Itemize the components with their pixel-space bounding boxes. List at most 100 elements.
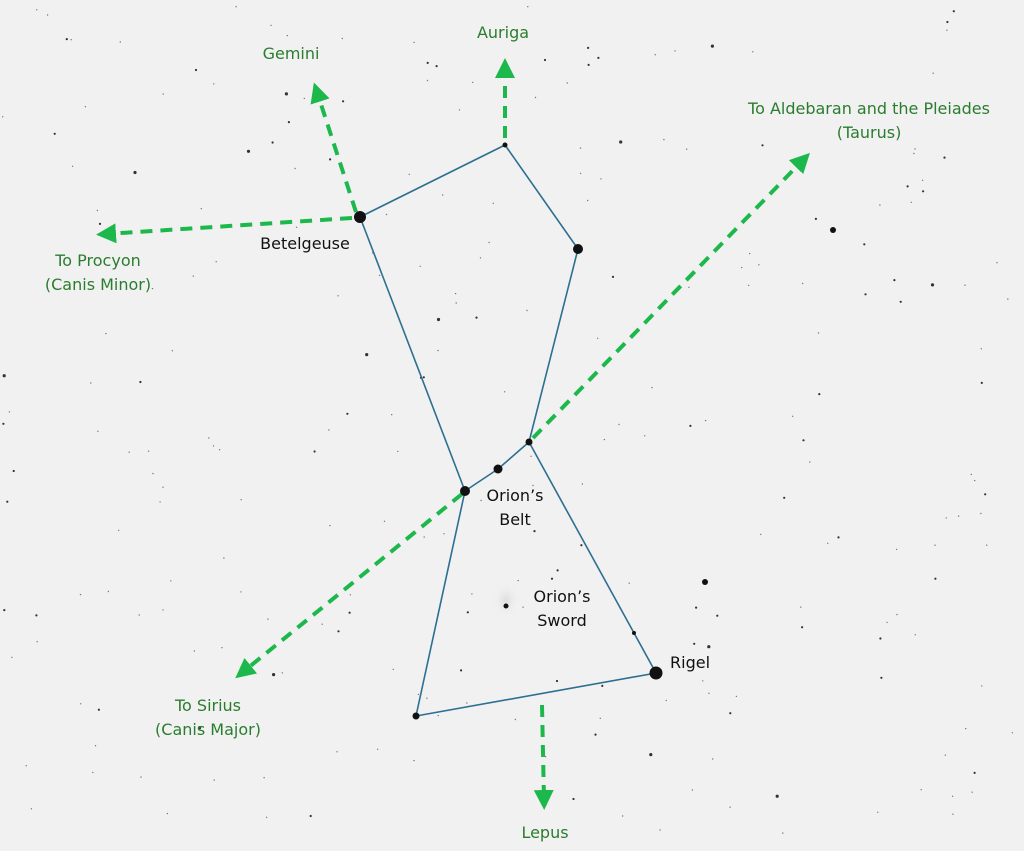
background-star xyxy=(814,217,818,220)
background-star xyxy=(391,414,393,416)
background-star xyxy=(479,257,482,259)
background-star xyxy=(644,435,646,437)
background-star xyxy=(674,50,676,52)
background-star xyxy=(688,286,690,288)
background-star xyxy=(801,282,804,285)
background-star xyxy=(471,593,473,595)
background-star xyxy=(336,751,338,753)
background-star xyxy=(2,116,4,118)
label-betelgeuse: Betelgeuse xyxy=(260,234,350,253)
background-star xyxy=(802,439,805,442)
background-star xyxy=(863,243,866,246)
label-line: Orion’s xyxy=(533,587,591,606)
label-gemini: Gemini xyxy=(262,44,320,63)
background-star xyxy=(455,302,457,304)
label-line: To Sirius xyxy=(174,696,242,715)
background-star xyxy=(240,499,242,501)
background-star xyxy=(36,9,38,11)
background-star xyxy=(159,501,161,503)
background-star xyxy=(454,292,457,295)
background-star xyxy=(286,34,288,37)
background-star xyxy=(587,199,589,202)
main-stars xyxy=(354,142,836,720)
background-star xyxy=(466,611,469,614)
background-star xyxy=(2,422,5,425)
background-star xyxy=(877,811,879,813)
background-star xyxy=(517,579,519,582)
background-star xyxy=(208,437,210,439)
background-star xyxy=(603,438,606,441)
background-star xyxy=(809,461,811,463)
background-star xyxy=(980,348,982,350)
star-saiph xyxy=(412,712,420,720)
background-star xyxy=(138,614,140,616)
background-star xyxy=(996,262,998,264)
background-star xyxy=(97,708,100,711)
background-star xyxy=(46,14,49,16)
background-star xyxy=(435,65,438,68)
star-rigel xyxy=(649,666,663,680)
background-star xyxy=(458,109,461,111)
background-star xyxy=(437,349,439,352)
background-star xyxy=(80,703,82,705)
label-line: To Procyon xyxy=(55,251,141,270)
background-star xyxy=(194,68,198,72)
background-star xyxy=(879,637,882,640)
background-star xyxy=(782,832,784,834)
background-star xyxy=(555,679,559,683)
background-star xyxy=(71,165,74,167)
background-star xyxy=(162,486,164,488)
background-star xyxy=(729,806,731,808)
background-star xyxy=(514,718,517,721)
background-star xyxy=(408,173,410,176)
background-star xyxy=(689,424,692,427)
background-star xyxy=(426,61,429,64)
background-star xyxy=(895,548,898,551)
label-line: (Taurus) xyxy=(836,123,902,142)
background-star xyxy=(952,10,955,13)
background-star xyxy=(663,138,665,141)
background-star xyxy=(35,614,38,617)
background-star xyxy=(419,265,421,267)
background-star xyxy=(329,524,331,527)
background-star xyxy=(906,185,909,188)
background-star xyxy=(880,676,883,679)
background-star xyxy=(107,590,110,593)
background-star xyxy=(140,776,142,778)
background-star xyxy=(272,673,276,677)
background-star xyxy=(436,317,441,322)
background-star xyxy=(946,20,949,24)
background-star xyxy=(532,484,534,487)
background-star xyxy=(480,499,482,502)
background-star xyxy=(945,517,947,519)
background-star xyxy=(893,279,896,282)
background-star xyxy=(594,733,597,736)
background-star xyxy=(426,697,428,699)
background-star xyxy=(92,771,94,774)
background-star xyxy=(218,449,221,451)
background-star xyxy=(758,264,760,266)
background-star xyxy=(270,24,272,27)
background-star xyxy=(601,684,604,688)
background-star xyxy=(378,274,381,277)
background-star xyxy=(365,353,369,357)
background-star xyxy=(702,680,704,682)
background-star xyxy=(1011,732,1014,734)
arrow-procyon xyxy=(96,216,353,244)
background-star xyxy=(313,450,316,453)
background-star xyxy=(659,829,661,831)
label-line: To Aldebaran and the Pleiades xyxy=(748,99,990,118)
background-star xyxy=(579,147,582,149)
background-star xyxy=(321,623,323,625)
background-star xyxy=(980,381,983,384)
background-star xyxy=(783,496,786,499)
background-star xyxy=(971,791,973,793)
label-line: (Canis Major) xyxy=(155,720,261,739)
star-betelgeuse xyxy=(354,211,366,223)
label-lepus: Lepus xyxy=(521,823,569,842)
background-star xyxy=(147,450,150,452)
background-star xyxy=(341,37,343,40)
background-star xyxy=(162,609,164,611)
background-star xyxy=(800,606,802,608)
star-minor xyxy=(830,227,836,233)
